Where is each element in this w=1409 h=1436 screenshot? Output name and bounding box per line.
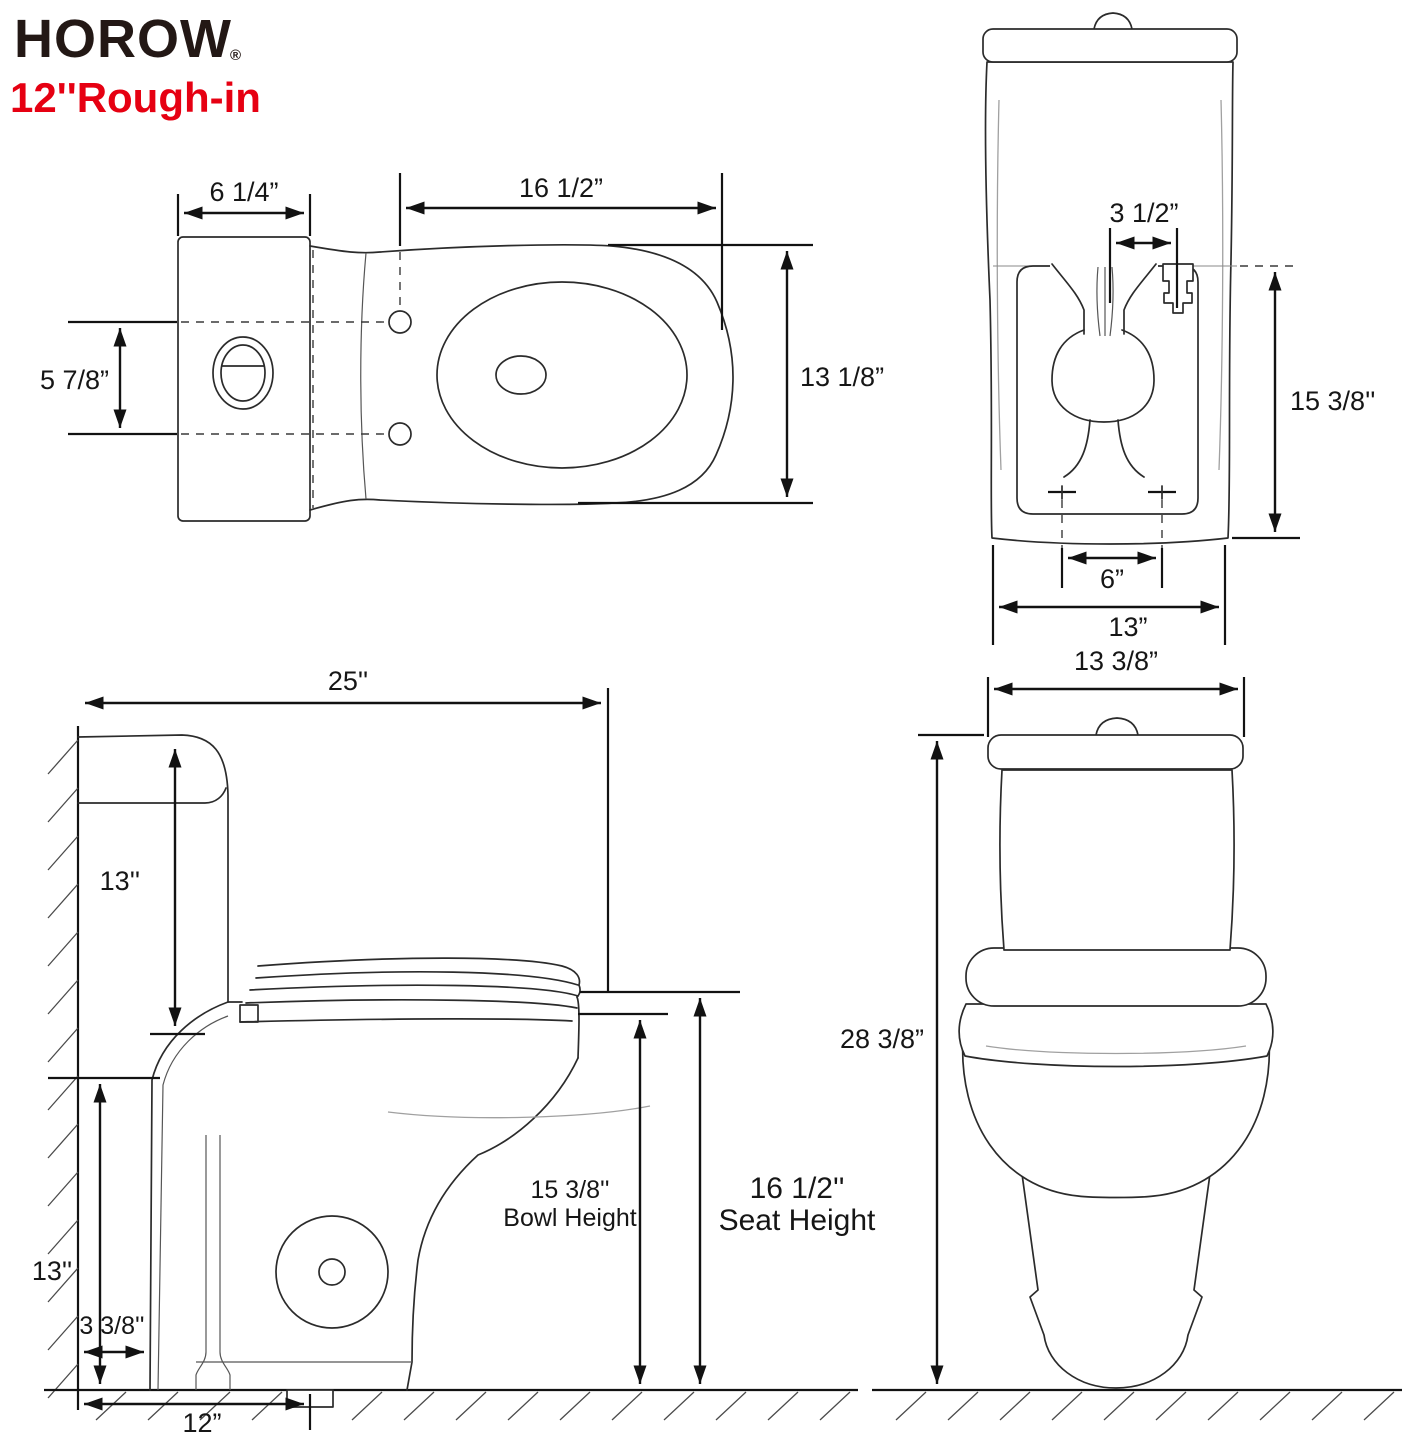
dim-body-width-rear: 13”: [991, 545, 1227, 645]
front-view: 13 3/8” 28 3/8”: [840, 646, 1402, 1421]
dim-label-rough-in: 12”: [182, 1408, 221, 1436]
trap-outlet-center: [318, 1258, 346, 1286]
dim-label-rim-length: 16 1/2”: [519, 173, 603, 203]
dim-label-seat-height: Seat Height: [719, 1204, 876, 1237]
seat-lid-front: [965, 947, 1267, 1007]
dim-rough-in: 12”: [84, 1394, 312, 1436]
seat-ring-front: [958, 1003, 1274, 1068]
flush-button-front: [1095, 717, 1139, 736]
bolt-hole-top: [388, 310, 412, 334]
dim-wall-clearance: 3 3/8'': [79, 1312, 145, 1359]
bowl-outline-top: [309, 243, 734, 511]
dim-rim-length: 16 1/2”: [398, 173, 724, 330]
dim-label-tank-depth: 6 1/4”: [209, 177, 278, 207]
dim-tank-width-front: 13 3/8”: [986, 646, 1246, 737]
tank-front: [999, 769, 1235, 951]
dim-label-wall-clearance: 3 3/8'': [79, 1312, 144, 1340]
dim-trap-offset: 5 7/8”: [40, 320, 177, 436]
tank-lid-front: [987, 734, 1244, 770]
trap-column-right: [1117, 419, 1145, 478]
header: HOROW ® 12''Rough-in: [10, 9, 261, 121]
tank-outline-top: [177, 236, 311, 522]
dim-label-seat-height-value: 16 1/2'': [750, 1172, 845, 1205]
dim-label-total-height: 28 3/8”: [840, 1024, 924, 1054]
tank-profile-side: [77, 734, 229, 1003]
wall-hatching: [47, 739, 79, 1399]
construction-lines-top-view: [181, 250, 401, 508]
dim-tank-height-side: 13'': [100, 749, 205, 1036]
dim-tank-depth: 6 1/4”: [176, 177, 312, 236]
trapway-funnel: [1051, 263, 1157, 337]
top-view: 6 1/4” 16 1/2” 5 7/8” 13 1/8”: [40, 173, 884, 522]
bolt-hole-bottom: [388, 422, 412, 446]
dim-label-bowl-width: 13 1/8”: [800, 362, 884, 392]
dim-label-valve-offset: 3 1/2”: [1109, 198, 1178, 228]
neck-transition-line: [360, 252, 367, 500]
trap-bulb: [1051, 329, 1155, 423]
bowl-profile-side: [149, 1001, 651, 1391]
bolt-marks-rear: [1048, 485, 1176, 548]
dim-tank-height-rear: 15 3/8'': [1232, 265, 1375, 540]
dim-bolt-spacing: 6”: [1060, 548, 1164, 594]
seat-opening: [436, 281, 688, 469]
registered-mark-icon: ®: [230, 47, 241, 64]
rear-view: 3 1/2” 15 3/8'' 6” 13”: [982, 12, 1375, 645]
dim-label-bolt-spacing: 6”: [1100, 564, 1124, 594]
dim-label-tank-width-front: 13 3/8”: [1074, 646, 1158, 676]
dim-label-tank-height-rear: 15 3/8'': [1290, 386, 1375, 416]
dim-valve-offset: 3 1/2”: [1108, 198, 1179, 308]
dim-bowl-width: 13 1/8”: [578, 243, 884, 505]
tank-lid-rear: [982, 28, 1238, 63]
brand-logo: HOROW: [14, 9, 232, 69]
seat-profile-side: [227, 957, 581, 1059]
rear-body-inner-line-left: [996, 99, 1002, 471]
trapway-funnel-mask: [1050, 262, 1158, 332]
dim-label-bowl-height: Bowl Height: [503, 1204, 636, 1232]
flush-button-rear: [1093, 12, 1133, 30]
trapway-recess: [1016, 265, 1199, 515]
dim-rear-body-height: 13'': [32, 1076, 160, 1392]
floor-hatching-front: [895, 1391, 1395, 1421]
dim-label-trap-offset: 5 7/8”: [40, 365, 109, 395]
rear-body-inner-line-right: [1218, 99, 1224, 471]
dim-seat-height: 16 1/2'' Seat Height: [580, 990, 876, 1384]
dim-label-rear-body-height: 13'': [32, 1256, 72, 1286]
dim-bowl-height: 15 3/8'' Bowl Height: [503, 1012, 668, 1384]
flush-button-top: [212, 336, 274, 410]
dim-label-body-width-rear: 13”: [1108, 612, 1147, 642]
seat-ring-highlight: [985, 1045, 1247, 1055]
dim-label-total-depth: 25'': [328, 666, 368, 696]
dim-label-bowl-height-value: 15 3/8'': [530, 1176, 609, 1204]
trap-column-left: [1063, 419, 1091, 478]
dim-total-depth: 25'': [85, 666, 610, 992]
dim-label-tank-height-side: 13'': [100, 866, 140, 896]
trap-outlet-circle: [275, 1215, 389, 1329]
flush-jet-hole: [495, 355, 547, 395]
dim-total-height: 28 3/8”: [840, 733, 984, 1384]
bowl-front: [961, 1035, 1271, 1199]
side-view: 25'' 13'' 13'' 3 3/8'' 12” 15 3/8'' Bowl…: [32, 666, 876, 1436]
rough-in-label: 12''Rough-in: [10, 74, 261, 121]
